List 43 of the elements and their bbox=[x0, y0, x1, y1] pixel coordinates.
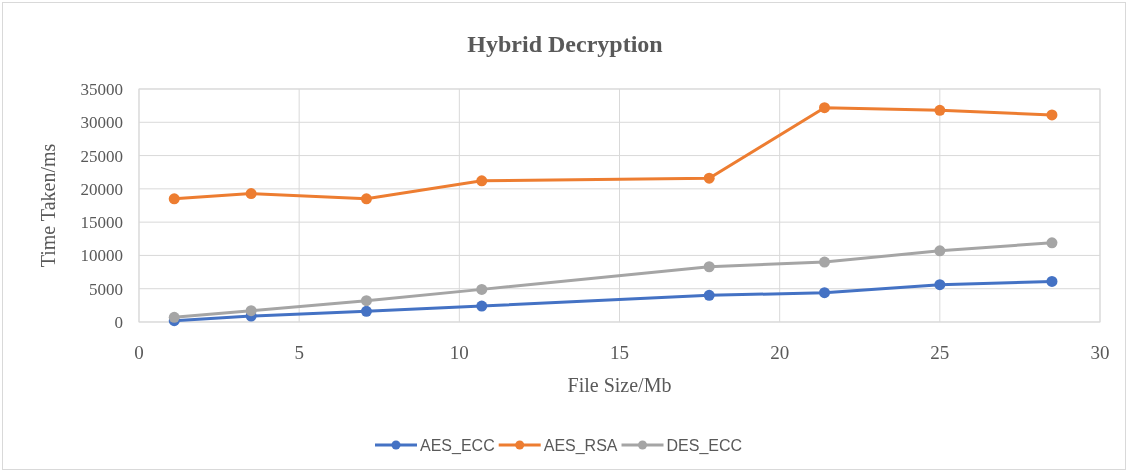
point bbox=[819, 256, 831, 268]
legend-label: AES_RSA bbox=[543, 437, 618, 454]
point bbox=[360, 295, 372, 307]
y-tick-label: 15000 bbox=[80, 213, 123, 233]
point bbox=[934, 104, 946, 116]
x-axis-title: File Size/Mb bbox=[567, 374, 672, 396]
x-tick-label: 20 bbox=[770, 342, 790, 363]
point bbox=[819, 102, 831, 114]
point bbox=[168, 193, 180, 205]
point bbox=[703, 261, 715, 273]
x-tick-label: 10 bbox=[449, 342, 469, 363]
legend-label: AES_ECC bbox=[420, 437, 495, 454]
point bbox=[1046, 109, 1058, 121]
x-tick-label: 0 bbox=[134, 342, 144, 363]
point bbox=[476, 300, 488, 312]
x-tick-label: 5 bbox=[294, 342, 304, 363]
y-axis-title: Time Taken/ms bbox=[37, 143, 59, 268]
point bbox=[1046, 237, 1058, 249]
point bbox=[819, 287, 831, 299]
chart-title: Hybrid Decryption bbox=[467, 31, 663, 57]
y-tick-label: 35000 bbox=[80, 80, 123, 99]
legend-label: DES_ECC bbox=[666, 437, 743, 454]
x-tick-label: 25 bbox=[930, 342, 950, 363]
point bbox=[703, 289, 715, 301]
point bbox=[703, 172, 715, 184]
y-tick-label: 25000 bbox=[80, 146, 123, 166]
y-tick-label: 0 bbox=[114, 313, 123, 332]
x-tick-label: 30 bbox=[1090, 342, 1110, 363]
point bbox=[476, 283, 488, 295]
y-tick-label: 30000 bbox=[80, 113, 123, 133]
point bbox=[934, 279, 946, 291]
point bbox=[476, 175, 488, 187]
y-tick-label: 20000 bbox=[80, 179, 123, 199]
point bbox=[245, 188, 257, 200]
point bbox=[360, 193, 372, 205]
point bbox=[360, 305, 372, 317]
point bbox=[245, 305, 257, 317]
x-tick-label: 15 bbox=[610, 342, 629, 363]
y-tick-label: 10000 bbox=[80, 246, 123, 266]
point bbox=[168, 311, 180, 323]
y-tick-label: 5000 bbox=[89, 279, 123, 299]
point bbox=[1046, 275, 1058, 287]
point bbox=[934, 245, 946, 257]
